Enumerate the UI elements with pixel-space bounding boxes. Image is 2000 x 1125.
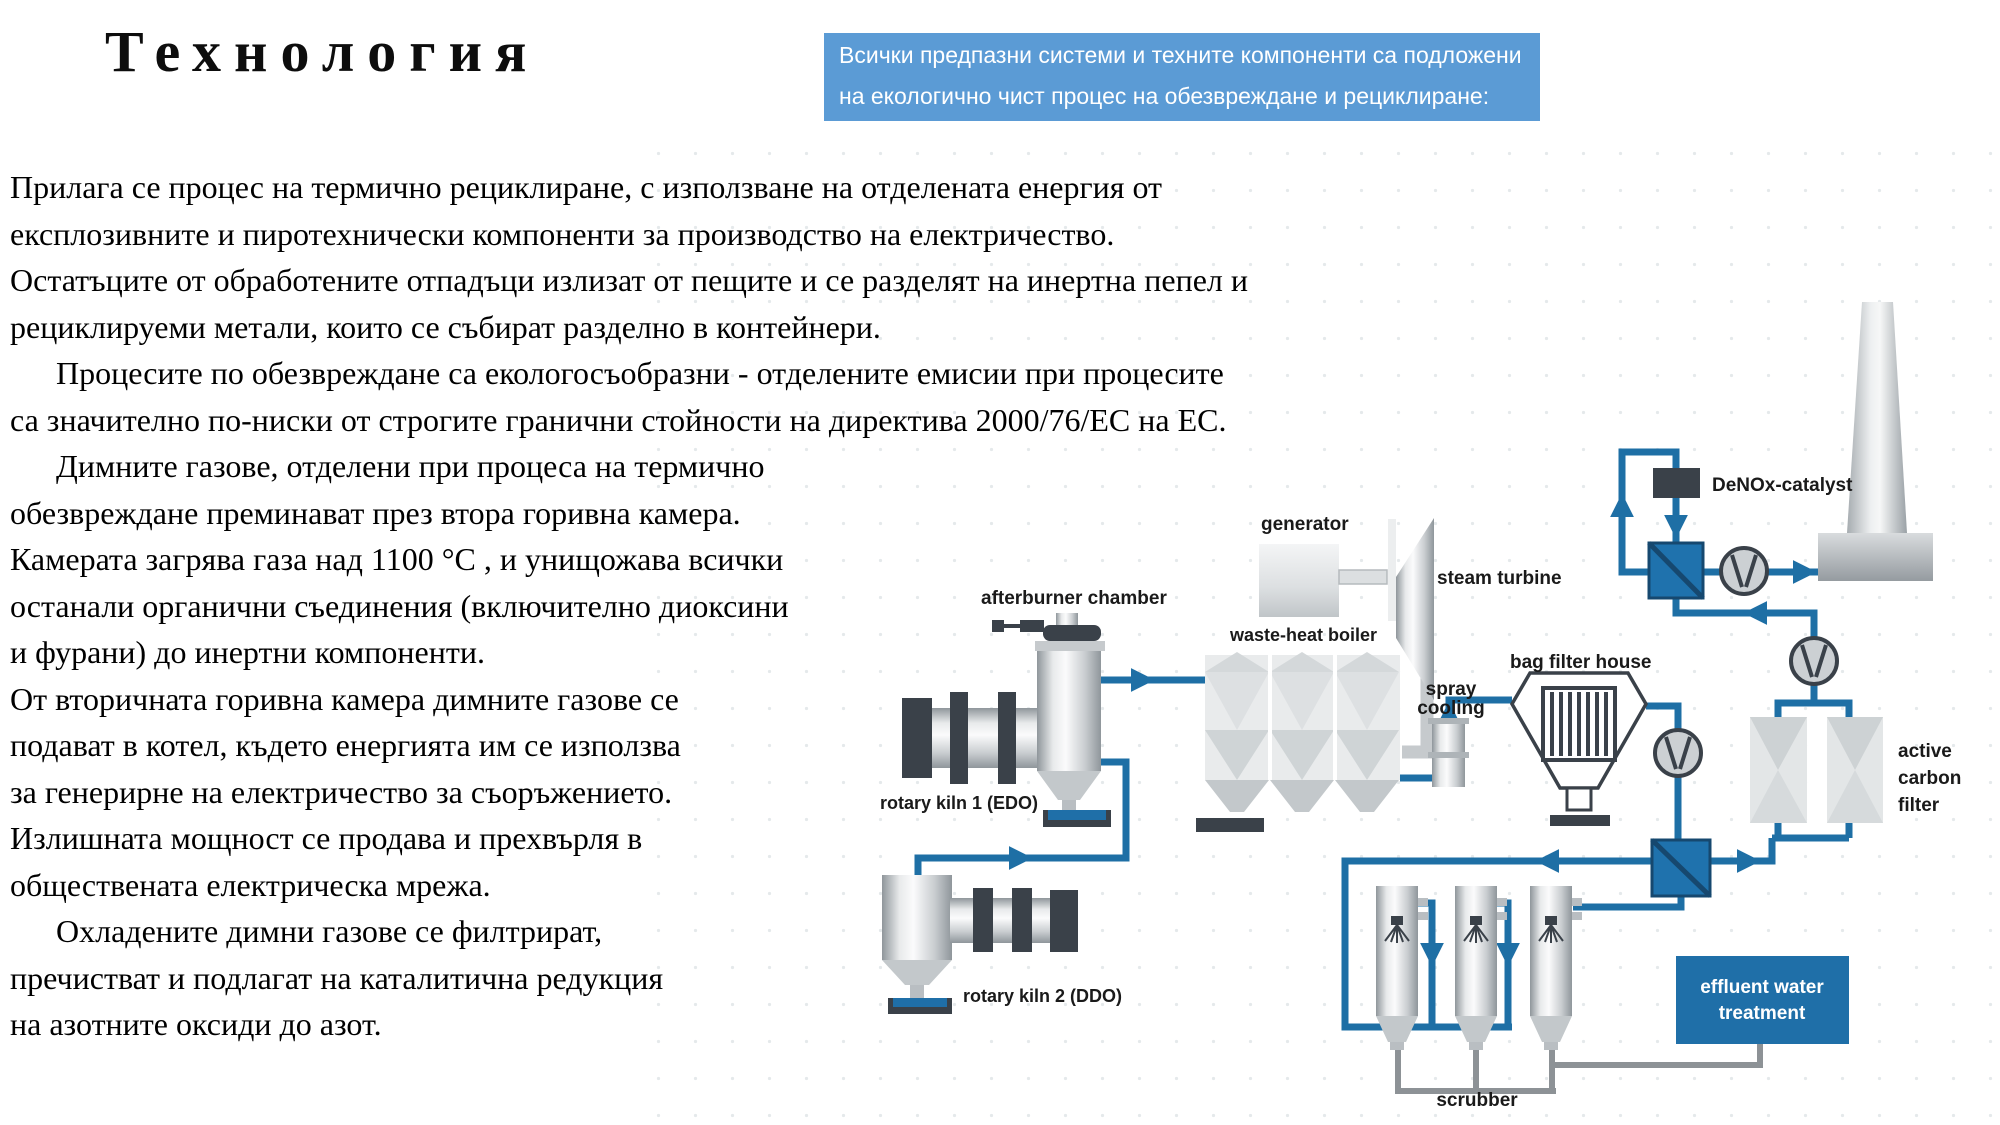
body-line: Камерата загрява газа над 1100 °C , и ун… bbox=[10, 541, 784, 577]
body-line: Охладените димни газове се филтрират, bbox=[56, 913, 603, 949]
label-waste-heat-boiler: waste-heat boiler bbox=[1229, 625, 1377, 645]
body-line: подават в котел, където енергията им се … bbox=[10, 727, 681, 763]
label-bag-filter-house: bag filter house bbox=[1510, 652, 1651, 673]
steam-turbine bbox=[1388, 518, 1434, 700]
rotary-kiln-1 bbox=[902, 692, 1042, 784]
label-active-carbon-2: carbon bbox=[1898, 768, 1961, 789]
label-spray-cooling-1: spray bbox=[1426, 679, 1477, 700]
body-line: пречистват и подлагат на каталитична ред… bbox=[10, 960, 664, 996]
body-line: Излишната мощност се продава и прехвърля… bbox=[10, 820, 643, 856]
process-flow-diagram: afterburner chamber generator steam turb… bbox=[880, 302, 1961, 1111]
label-steam-turbine: steam turbine bbox=[1437, 568, 1562, 589]
body-line: От вторичната горивна камера димните газ… bbox=[10, 681, 679, 717]
banner-line-1: Всички предпазни системи и техните компо… bbox=[839, 42, 1522, 68]
body-line: рециклируеми метали, които се събират ра… bbox=[10, 309, 881, 345]
label-denox-catalyst: DeNOx-catalyst bbox=[1712, 475, 1853, 496]
body-line: Остатъците от обработените отпадъци изли… bbox=[10, 262, 1248, 298]
body-line: Процесите по обезвреждане са екологосъоб… bbox=[56, 355, 1224, 391]
body-line: експлозивните и пиротехнически компонент… bbox=[10, 216, 1115, 252]
stack-chimney bbox=[1818, 302, 1933, 581]
banner-line-2: на екологично чист процес на обезвреждан… bbox=[839, 83, 1490, 109]
drain-pipes bbox=[1395, 1044, 1763, 1094]
body-line: са значително по-ниски от строгите грани… bbox=[10, 402, 1227, 438]
body-line: и фурани) до инертни компоненти. bbox=[10, 634, 485, 670]
body-line: на азотните оксиди до азот. bbox=[10, 1006, 382, 1042]
body-line: обезвреждане преминават през втора горив… bbox=[10, 495, 741, 531]
waste-heat-boiler bbox=[1196, 652, 1400, 832]
label-spray-cooling-2: cooling bbox=[1417, 698, 1485, 719]
page-title: Технология bbox=[105, 19, 540, 84]
label-effluent-1: effluent water bbox=[1700, 977, 1824, 998]
active-carbon-filter bbox=[1750, 717, 1883, 823]
generator bbox=[1259, 544, 1388, 617]
bag-filter-house bbox=[1509, 671, 1649, 826]
effluent-water-treatment-box bbox=[1676, 956, 1849, 1044]
scrubber-towers bbox=[1376, 886, 1582, 1050]
body-line: останали органични съединения (включител… bbox=[10, 588, 789, 624]
body-line: за генерирне на електричество за съоръже… bbox=[10, 774, 673, 810]
body-line: Димните газове, отделени при процеса на … bbox=[56, 448, 765, 484]
label-scrubber: scrubber bbox=[1436, 1090, 1518, 1111]
rotary-kiln-2 bbox=[882, 875, 1078, 1014]
afterburner-chamber bbox=[992, 613, 1111, 827]
fan-icons bbox=[1653, 546, 1839, 778]
spray-cooling-unit bbox=[1428, 718, 1469, 787]
info-banner: Всички предпазни системи и техните компо… bbox=[824, 33, 1540, 121]
label-rotary-kiln-2: rotary kiln 2 (DDO) bbox=[963, 986, 1122, 1006]
label-effluent-2: treatment bbox=[1719, 1003, 1806, 1024]
label-rotary-kiln-1: rotary kiln 1 (EDO) bbox=[880, 793, 1038, 813]
label-active-carbon-1: active bbox=[1898, 741, 1952, 762]
label-generator: generator bbox=[1261, 514, 1349, 535]
heat-exchanger-quench bbox=[1650, 838, 1712, 898]
denox-catalyst-box bbox=[1653, 468, 1700, 498]
heat-exchanger-denox bbox=[1647, 541, 1705, 600]
body-line: Прилага се процес на термично рециклиран… bbox=[10, 169, 1162, 205]
label-active-carbon-3: filter bbox=[1898, 795, 1940, 816]
label-afterburner-chamber: afterburner chamber bbox=[981, 588, 1167, 609]
body-line: обществената електрическа мрежа. bbox=[10, 867, 491, 903]
gas-pipes bbox=[914, 448, 1853, 1031]
